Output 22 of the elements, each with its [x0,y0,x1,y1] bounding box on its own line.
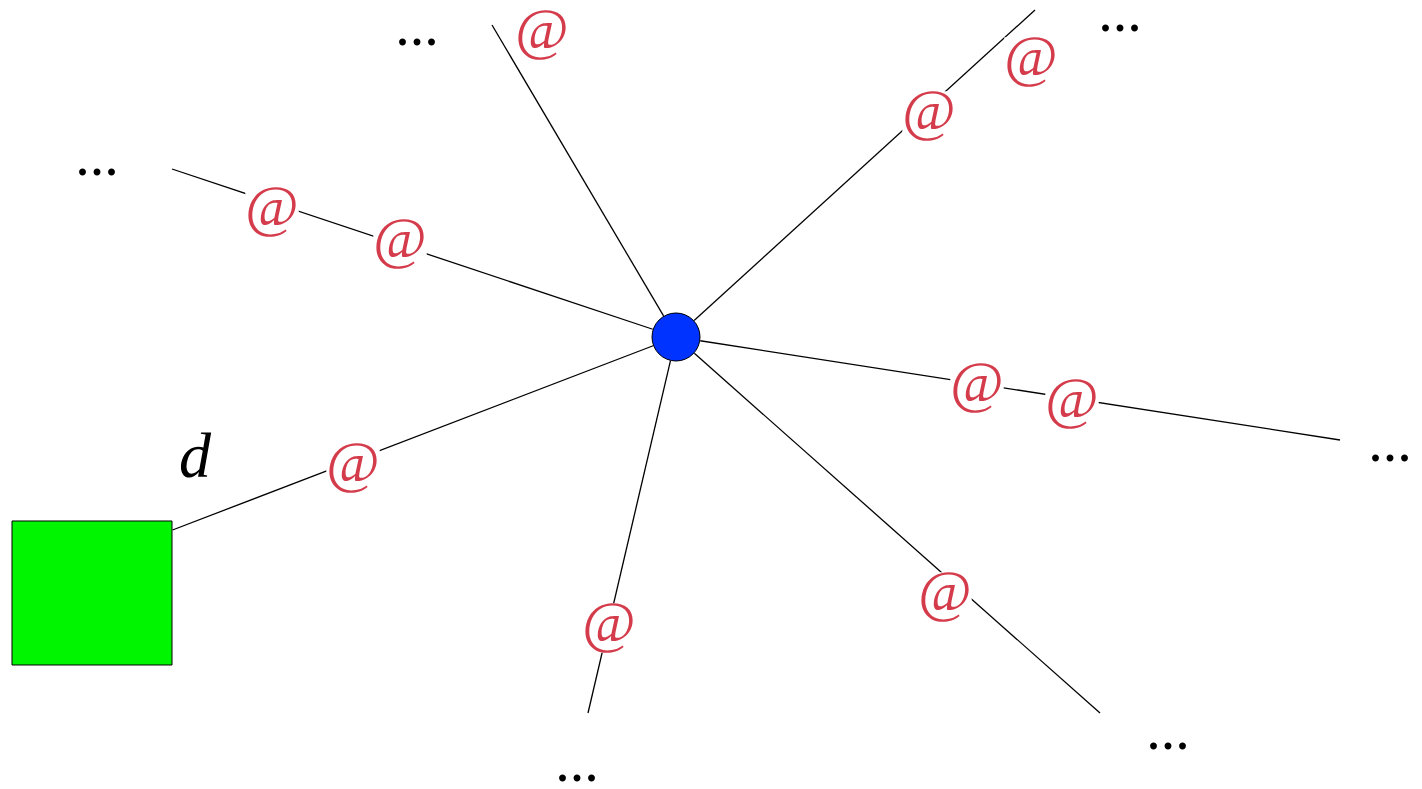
ellipsis-label: ... [1372,454,1408,462]
line-label: @ [1004,37,1058,87]
hub-circle [651,312,701,362]
connector-line [171,345,654,531]
line-label: @ [918,572,972,622]
line-label: @ [950,363,1004,413]
square-box [11,520,173,666]
ellipsis-label: ... [1102,24,1138,32]
connector-line [693,352,1101,714]
line-label: @ [1045,379,1099,429]
ellipsis-label: ... [1150,742,1186,750]
line-label: @ [582,603,636,653]
ellipsis-label: ... [399,38,435,46]
line-label: @ [902,91,956,141]
ellipsis-label: ... [559,774,595,782]
line-label: @ [326,443,380,493]
side-label: d [180,432,212,478]
line-label: @ [515,10,569,60]
ellipsis-label: ... [79,168,115,176]
connector-line [491,24,665,317]
line-label: @ [245,187,299,237]
line-label: @ [373,219,427,269]
